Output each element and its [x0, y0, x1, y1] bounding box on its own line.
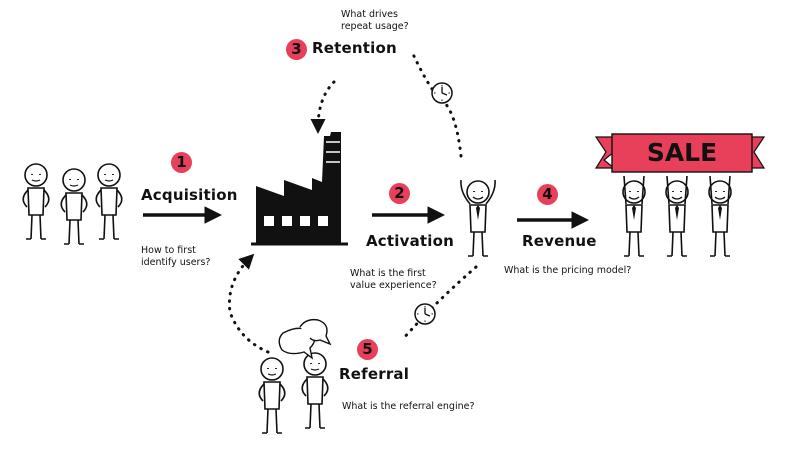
stage-title-revenue: Revenue [522, 232, 597, 250]
step-number-1: 1 [171, 152, 192, 173]
speech-bubble-icon [278, 318, 332, 360]
factory-icon [251, 132, 348, 246]
retention-loop [310, 52, 463, 158]
step-number-5: 5 [357, 339, 378, 360]
clock-icon [431, 82, 453, 104]
question-revenue: What is the pricing model? [504, 265, 632, 276]
step-number-2: 2 [389, 183, 410, 204]
flow-arrows [143, 206, 589, 229]
sale-banner-text: SALE [646, 138, 718, 167]
step-number-3: 3 [286, 39, 307, 60]
revenue-users-icon [622, 175, 732, 257]
question-referral: What is the referral engine? [342, 401, 475, 412]
clock-icon [414, 303, 436, 325]
stage-title-activation: Activation [366, 232, 455, 250]
stage-title-retention: Retention [312, 39, 397, 57]
referral-users-icon [258, 352, 329, 434]
sale-banner [594, 133, 766, 173]
stage-title-referral: Referral [339, 365, 410, 383]
activated-user-icon [460, 179, 496, 257]
referral-loop [227, 253, 478, 354]
step-number-4: 4 [537, 184, 558, 205]
stage-title-acquisition: Acquisition [141, 186, 238, 204]
acquisition-users-icon [22, 163, 123, 245]
